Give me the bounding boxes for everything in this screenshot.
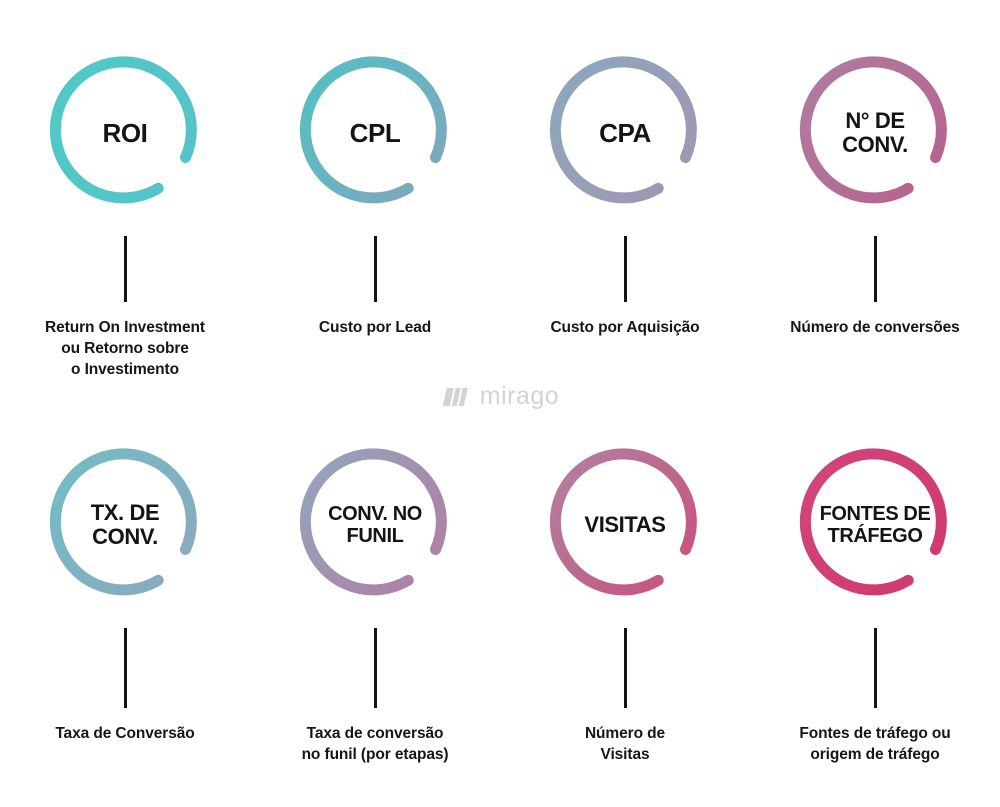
ring-arc-cpl <box>299 56 447 204</box>
connector-roi <box>123 236 127 302</box>
ring-arc-roi <box>49 56 197 204</box>
ring-label-cpa: CPA <box>599 117 651 148</box>
metric-tx-de-conv[interactable]: TX. DE CONV. Taxa de Conversão <box>0 440 250 766</box>
three-bars-logo-icon <box>442 387 468 406</box>
caption-cpl: Custo por Lead <box>318 319 432 336</box>
metric-roi[interactable]: ROI Return On Investment ou Retorno sobr… <box>0 48 250 380</box>
connector-cpa <box>623 236 627 302</box>
ring-arc-cpa <box>549 56 697 204</box>
metric-cpa[interactable]: CPA Custo por Aquisição <box>500 48 750 380</box>
watermark-brand-text: mirago <box>479 382 560 410</box>
ring-arc-fontes-de-trafego <box>799 448 947 596</box>
metric-fontes-de-trafego[interactable]: FONTES DE TRÁFEGO Fontes de tráfego ou o… <box>750 440 1000 766</box>
metric-visitas[interactable]: VISITAS Número de Visitas <box>500 440 750 766</box>
ring-label-visitas: VISITAS <box>584 511 666 537</box>
metrics-row-1: ROI Return On Investment ou Retorno sobr… <box>0 48 1000 380</box>
ring-label-cpl: CPL <box>349 117 401 148</box>
ring-label-roi: ROI <box>102 117 148 148</box>
connector-fontes-de-trafego <box>873 628 877 708</box>
connector-cpl <box>373 236 377 302</box>
caption-roi: Return On Investment ou Retorno sobre o … <box>45 319 205 378</box>
ring-conv-no-funil: CONV. NO FUNIL <box>290 440 460 610</box>
ring-label-n-de-conv: N° DE CONV. <box>842 107 908 157</box>
watermark-mirago: mirago <box>441 382 559 411</box>
connector-conv-no-funil <box>373 628 377 708</box>
ring-fontes-de-trafego: FONTES DE TRÁFEGO <box>790 440 960 610</box>
ring-cpa: CPA <box>540 48 710 218</box>
ring-arc-visitas <box>549 448 697 596</box>
connector-n-de-conv <box>873 236 877 302</box>
metric-conv-no-funil[interactable]: CONV. NO FUNIL Taxa de conversão no funi… <box>250 440 500 766</box>
caption-cpa: Custo por Aquisição <box>550 319 700 336</box>
ring-roi: ROI <box>40 48 210 218</box>
caption-fontes-de-trafego: Fontes de tráfego ou origem de tráfego <box>799 725 951 763</box>
connector-tx-de-conv <box>123 628 127 708</box>
caption-conv-no-funil: Taxa de conversão no funil (por etapas) <box>301 725 449 763</box>
ring-arc-conv-no-funil <box>299 448 447 596</box>
caption-tx-de-conv: Taxa de Conversão <box>55 725 195 742</box>
ring-arc-tx-de-conv <box>49 448 197 596</box>
ring-arc-n-de-conv <box>799 56 947 204</box>
ring-visitas: VISITAS <box>540 440 710 610</box>
ring-cpl: CPL <box>290 48 460 218</box>
caption-n-de-conv: Número de conversões <box>790 319 960 336</box>
ring-label-conv-no-funil: CONV. NO FUNIL <box>328 502 422 547</box>
ring-label-tx-de-conv: TX. DE CONV. <box>90 499 160 549</box>
metrics-row-2: TX. DE CONV. Taxa de Conversão CONV. NO … <box>0 440 1000 766</box>
ring-tx-de-conv: TX. DE CONV. <box>40 440 210 610</box>
ring-n-de-conv: N° DE CONV. <box>790 48 960 218</box>
metric-n-de-conv[interactable]: N° DE CONV. Número de conversões <box>750 48 1000 380</box>
caption-visitas: Número de Visitas <box>584 725 666 763</box>
metric-cpl[interactable]: CPL Custo por Lead <box>250 48 500 380</box>
ring-label-fontes-de-trafego: FONTES DE TRÁFEGO <box>819 502 931 547</box>
connector-visitas <box>623 628 627 708</box>
